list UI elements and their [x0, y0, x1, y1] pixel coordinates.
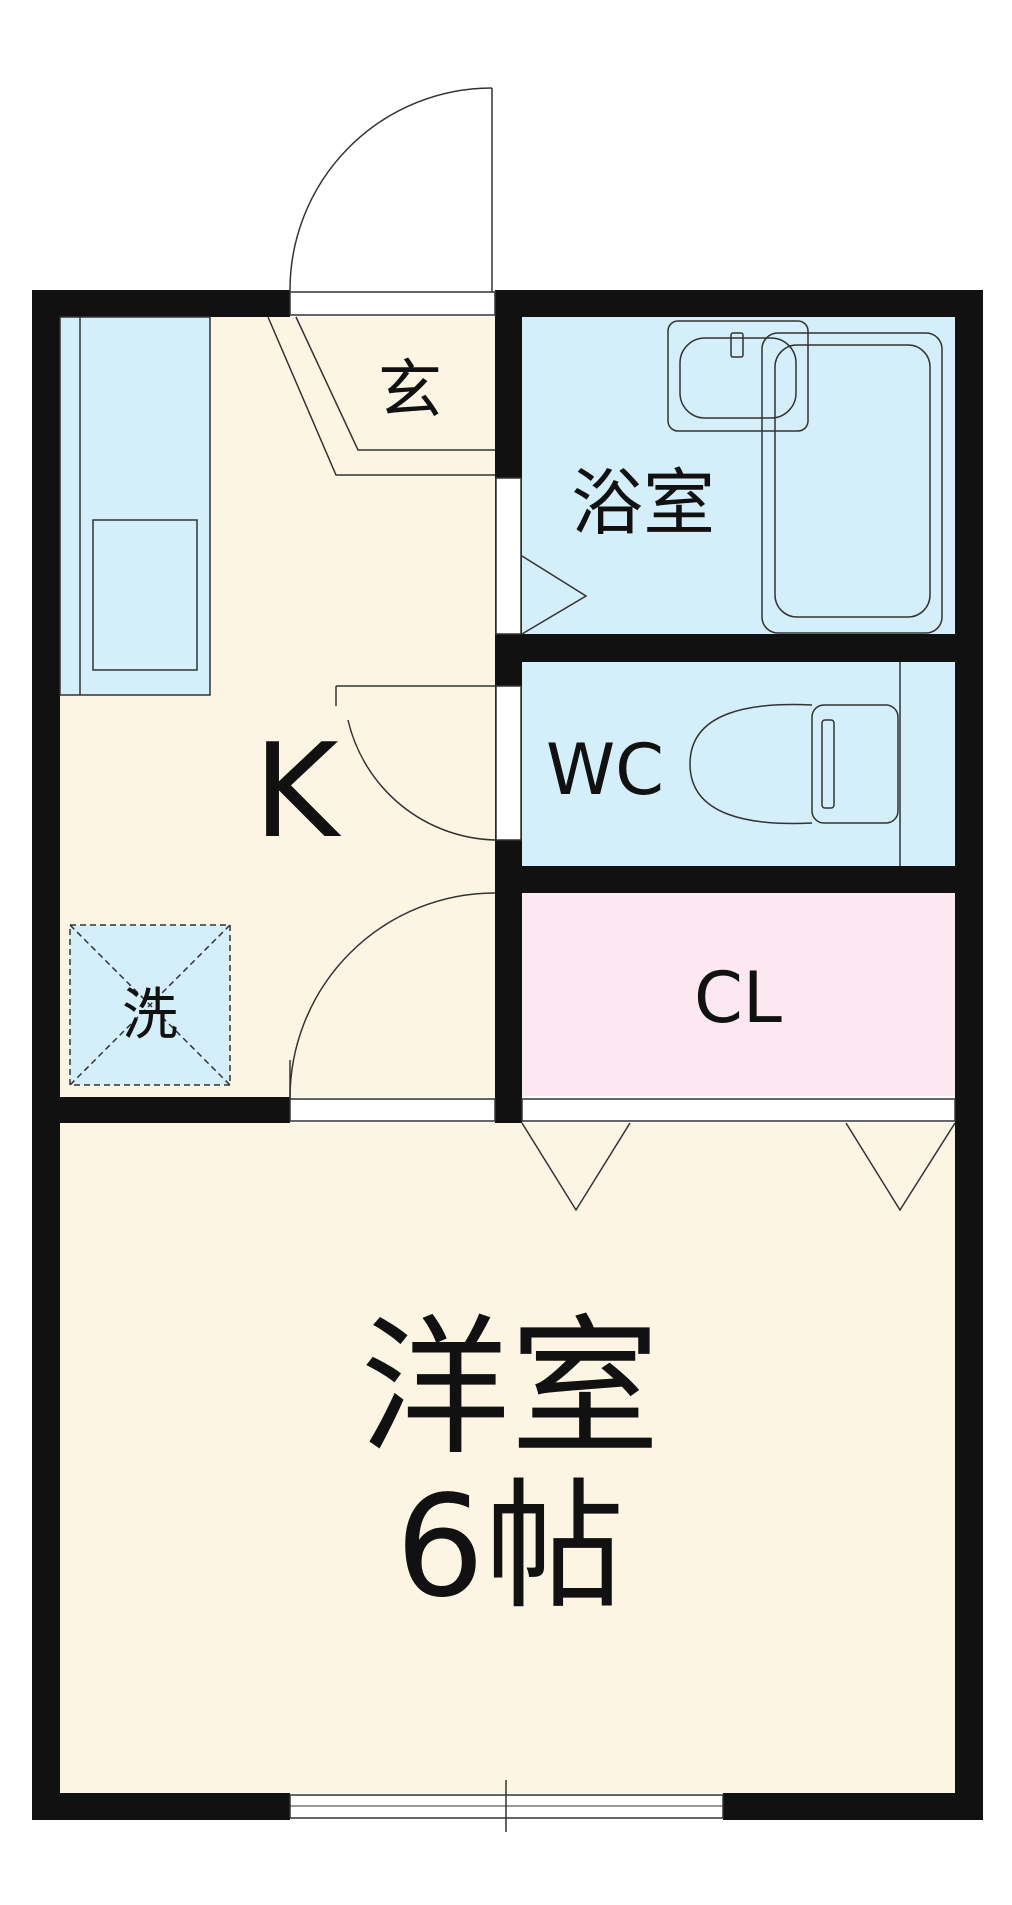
entry-door-frame: [289, 291, 496, 316]
genkan-step: [267, 316, 495, 476]
interior-doors: [289, 555, 956, 1212]
wc-door-frame: [495, 685, 522, 841]
left-wall: [32, 290, 60, 1820]
bath-fixtures: [667, 320, 943, 634]
washer-box: [69, 924, 231, 1086]
top-wall-right: [495, 290, 983, 317]
kitchen-counter-area: [60, 317, 210, 695]
kitchen-room-door-frame: [289, 1098, 496, 1122]
closet-label: CL: [694, 957, 782, 1039]
washbasin: [667, 320, 809, 432]
bath-door-frame: [495, 477, 522, 635]
bottom-wall-right: [723, 1793, 983, 1820]
bath-wc-wall: [495, 634, 983, 662]
toilet-floor: [522, 662, 955, 866]
mid-wall-right-stub: [495, 1097, 522, 1123]
toilet: [689, 662, 901, 866]
bottom-wall-left: [32, 1793, 290, 1820]
right-wall: [955, 290, 983, 1820]
western-room-size: 6帖: [395, 1466, 624, 1629]
entrance-label: 玄: [378, 354, 442, 428]
closet-floor: [522, 893, 955, 1096]
kitchen-label: K: [253, 715, 341, 867]
bath-label: 浴室: [571, 461, 715, 545]
western-room-label: 洋室: [360, 1302, 660, 1476]
entry-door: [289, 87, 493, 293]
bathtub: [761, 332, 943, 634]
western-room-floor: [60, 1123, 955, 1793]
labels: 玄 浴室 K WC CL 洗 洋室 6帖: [122, 354, 782, 1629]
sink: [92, 519, 198, 671]
washer-label: 洗: [122, 983, 178, 1048]
closet-door-frame: [521, 1098, 956, 1122]
floors: [60, 317, 955, 1793]
mid-wall-left: [32, 1097, 290, 1123]
top-wall-left: [32, 290, 290, 317]
bath-floor: [522, 317, 955, 634]
kitchen-counter: [59, 316, 211, 696]
walls: [32, 290, 983, 1820]
toilet-label: WC: [546, 729, 664, 811]
wc-cl-wall: [495, 866, 983, 893]
